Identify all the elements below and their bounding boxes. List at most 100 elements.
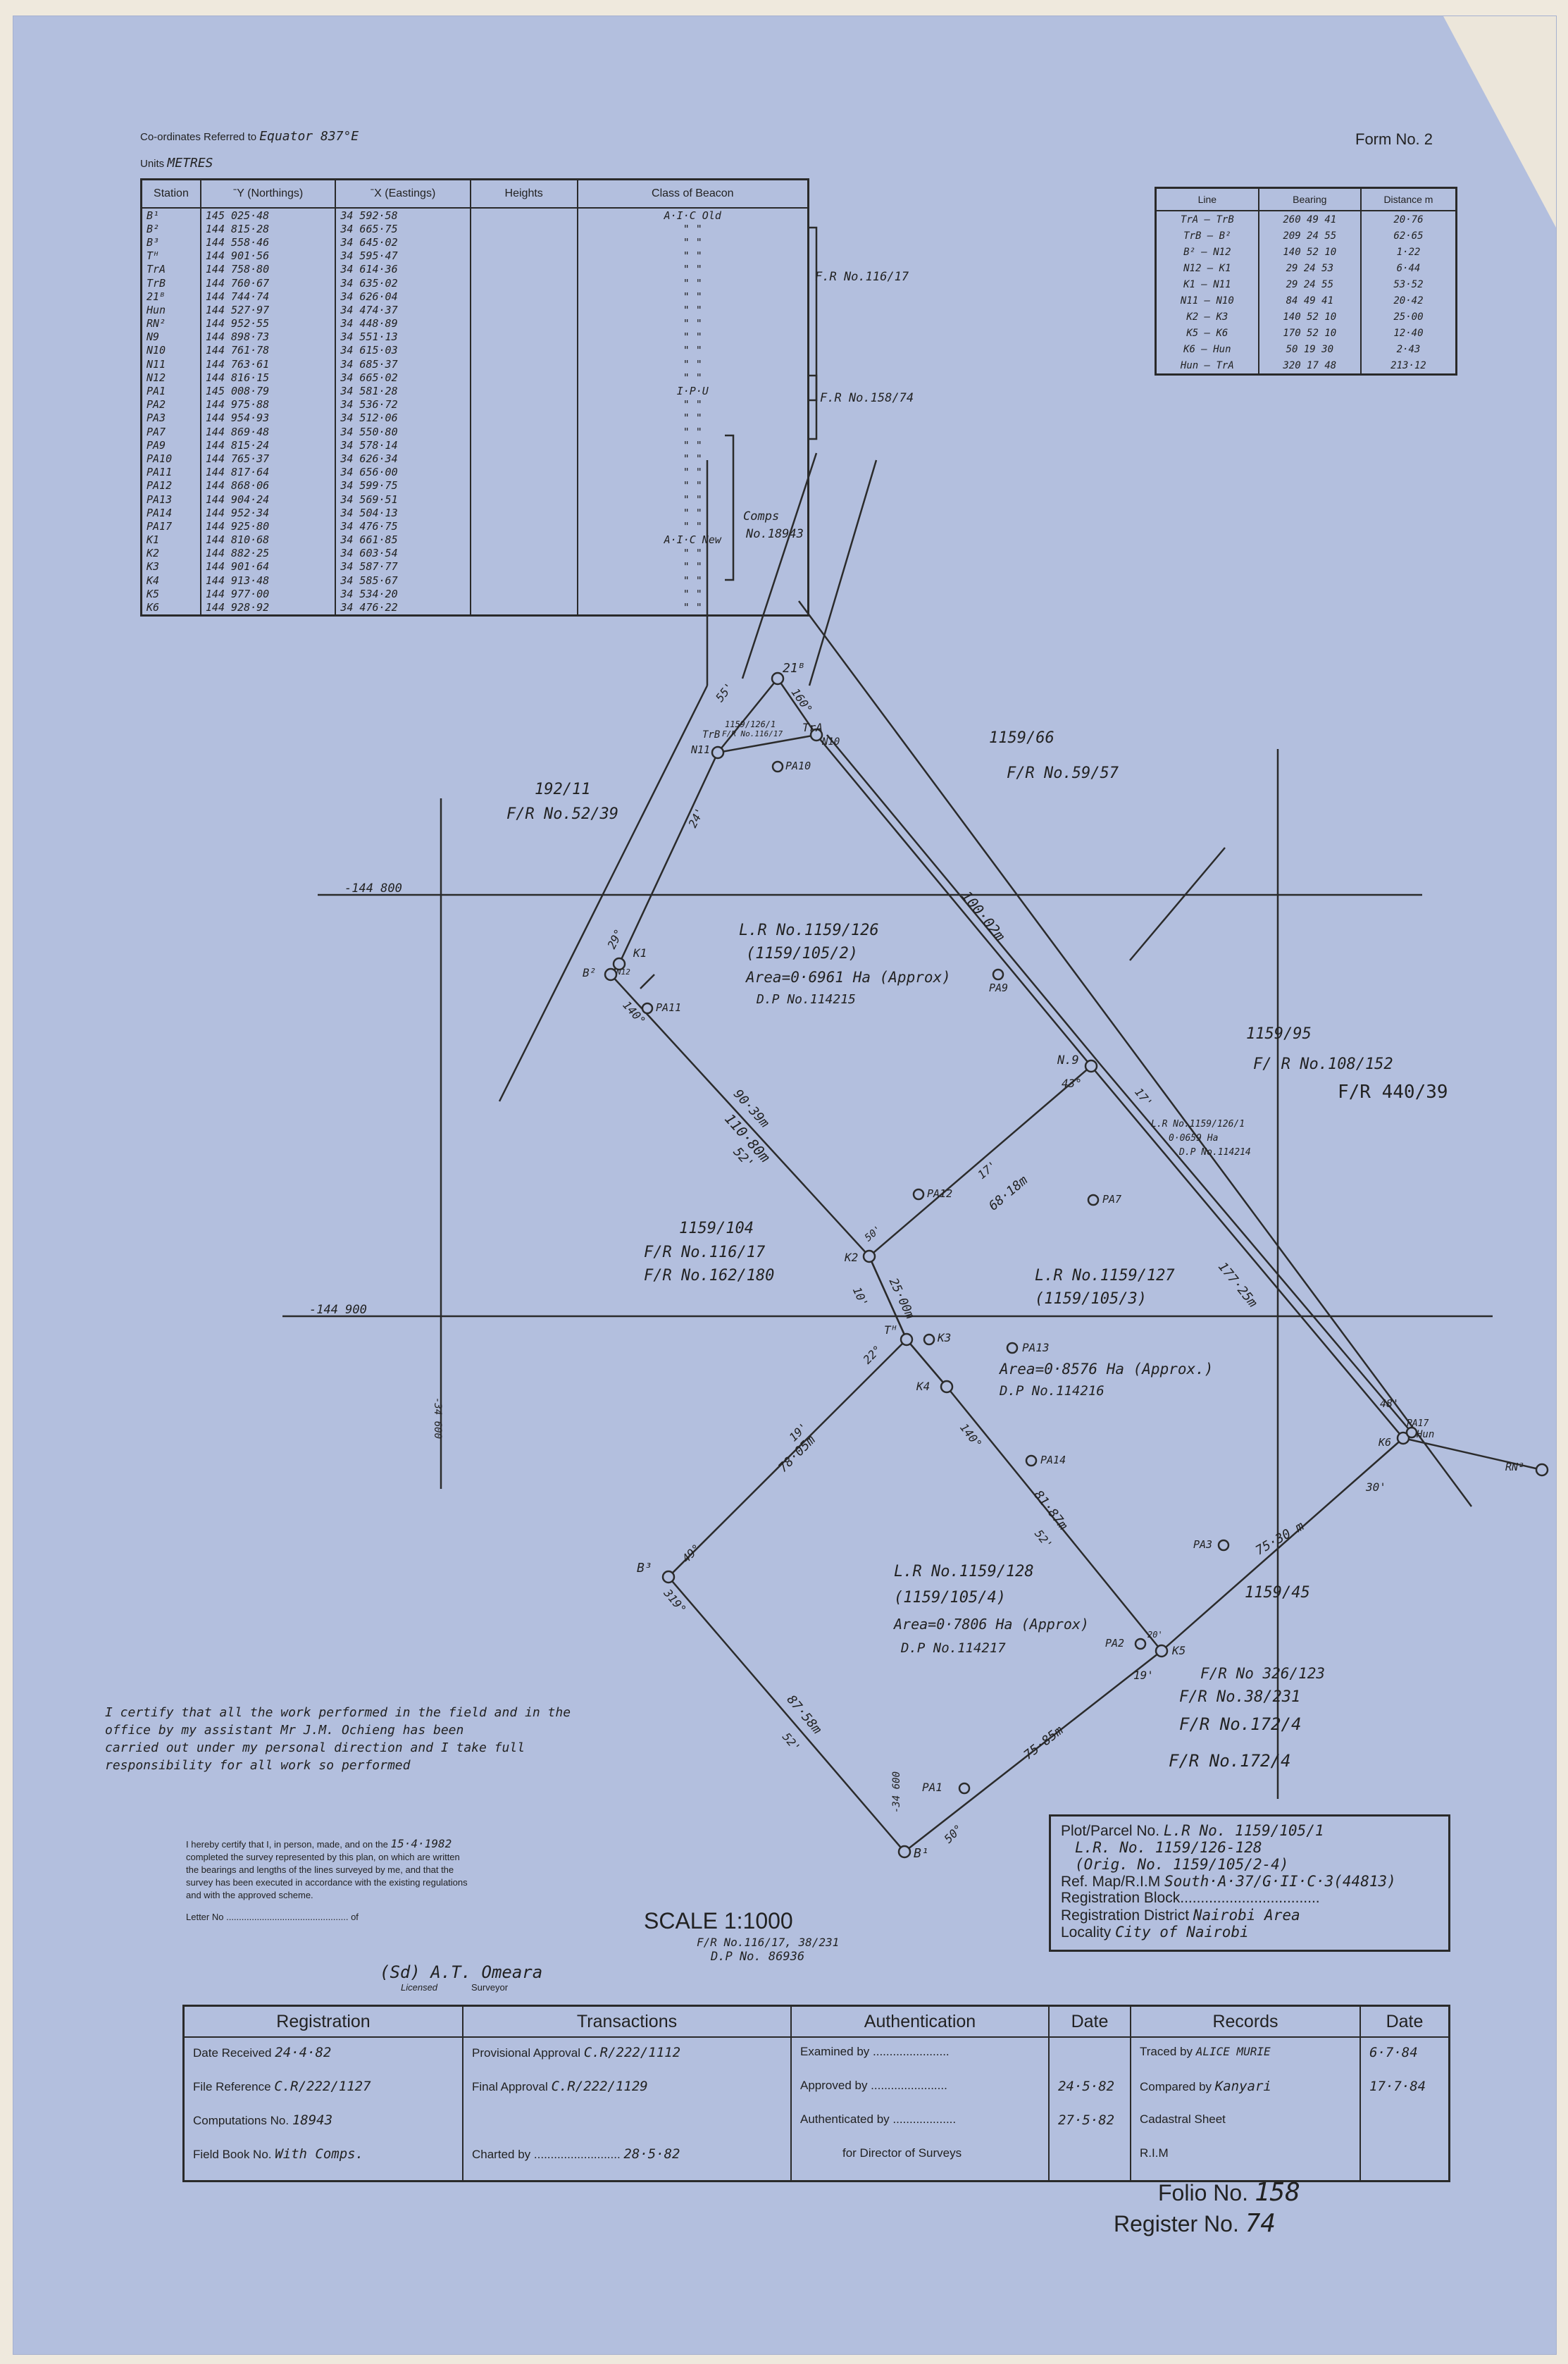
k2-n9 — [869, 1065, 1092, 1257]
coord-cell: 34 645·02 — [335, 235, 471, 249]
coord-cell: 34 504·13 — [335, 506, 471, 520]
coord-cell: " " — [576, 574, 809, 588]
bearing-cell: K5 – K6 — [1155, 325, 1259, 341]
station-pa1-mark — [958, 1782, 971, 1795]
coord-cell: K5 — [140, 587, 201, 601]
bracket-line-1 — [809, 226, 818, 402]
coord-cell: " " — [576, 249, 809, 263]
coord-cell: 144 954·93 — [199, 411, 337, 425]
coord-cell: 144 763·61 — [199, 357, 337, 371]
bearing-cell: N12 – K1 — [1155, 260, 1259, 276]
surveyor-label: Surveyor — [471, 1982, 509, 1993]
bracket-comps: Comps — [743, 509, 780, 524]
neighbour-1159-45-fr4: F/R No.172/4 — [1169, 1751, 1291, 1771]
coord-cell: 144 868·06 — [199, 478, 337, 493]
station-b3: B³ — [637, 1561, 652, 1576]
dim-43: 43° — [1062, 1077, 1082, 1090]
strip-inner — [826, 734, 1412, 1433]
neighbour-1159-66: 1159/66 — [989, 729, 1054, 747]
station-21b: 21ᴮ — [783, 661, 806, 676]
coord-cell: 144 928·92 — [199, 600, 337, 616]
coord-cell: " " — [576, 316, 809, 330]
coord-cell: N9 — [140, 330, 201, 344]
approved-date: 24·5·82 — [1058, 2079, 1115, 2094]
coord-cell — [469, 330, 578, 344]
coord-cell — [469, 222, 578, 236]
coord-cell: PA1 — [140, 384, 201, 398]
provisional-approval: Provisional Approval C.R/222/1112 — [472, 2045, 681, 2060]
coord-cell: N10 — [140, 343, 201, 358]
register-number: Register No. 74 — [1114, 2209, 1276, 2238]
parcel-127-lr: L.R No.1159/127 — [1035, 1267, 1175, 1285]
coord-cell — [469, 492, 578, 507]
station-pa14: PA14 — [1040, 1454, 1066, 1466]
coord-cell: 34 474·37 — [335, 303, 471, 317]
coord-cell: " " — [576, 330, 809, 344]
station-pa9: PA9 — [989, 982, 1009, 994]
station-n9: N.9 — [1057, 1053, 1079, 1067]
station-pa11-mark — [641, 1002, 654, 1015]
station-b1: B¹ — [914, 1846, 929, 1861]
coord-cell: 145 025·48 — [199, 208, 337, 223]
parcel-127-area: Area=0·8576 Ha (Approx.) — [1000, 1361, 1214, 1378]
coord-cell: 34 603·54 — [335, 546, 471, 560]
coord-cell — [469, 574, 578, 588]
bearing-cell: 84 49 41 — [1257, 292, 1362, 309]
station-th: Tᴴ — [884, 1323, 898, 1337]
rim-record: R.I.M — [1140, 2146, 1169, 2160]
parcel-126-orig: (1159/105/2) — [746, 945, 858, 963]
coord-cell: " " — [576, 600, 809, 616]
registration-header-4: Records — [1130, 2005, 1361, 2038]
coord-cell: " " — [576, 290, 809, 304]
coord-cell: 144 901·64 — [199, 559, 337, 574]
coord-cell: N12 — [140, 371, 201, 385]
coord-cell: 144 977·00 — [199, 587, 337, 601]
bearing-cell: 1·22 — [1359, 244, 1457, 260]
station-tra: TrA — [802, 721, 823, 734]
station-pa12: PA12 — [927, 1187, 953, 1200]
coord-cell: 21ᴮ — [140, 290, 201, 304]
coord-cell — [469, 587, 578, 601]
surveyor-signature: (Sd) A.T. Omeara — [380, 1962, 543, 1982]
final-approval: Final Approval C.R/222/1129 — [472, 2079, 648, 2094]
records-date-column: 6·7·84 17·7·84 — [1359, 2037, 1450, 2182]
coord-cell: " " — [576, 303, 809, 317]
coord-cell: K1 — [140, 533, 201, 547]
coord-cell: 34 476·75 — [335, 519, 471, 533]
coord-cell: 144 810·68 — [199, 533, 337, 547]
coord-cell: 34 512·06 — [335, 411, 471, 425]
station-k5: K5 — [1172, 1644, 1186, 1657]
compared-date: 17·7·84 — [1369, 2079, 1426, 2094]
coord-cell: PA3 — [140, 411, 201, 425]
coord-cell: PA12 — [140, 478, 201, 493]
dim-19-k5: 19' — [1133, 1669, 1154, 1682]
neighbour-1159-95-fr2: F/R 440/39 — [1338, 1082, 1448, 1103]
printed-certificate: I hereby certify that I, in person, made… — [186, 1837, 468, 1901]
grid-label-e1: -34 600 — [432, 1397, 443, 1440]
bearing-cell: 140 52 10 — [1257, 309, 1362, 325]
station-b2: B² — [583, 966, 597, 979]
bearing-cell: TrA – TrB — [1155, 211, 1259, 228]
line-to-rn2 — [1402, 1437, 1543, 1471]
coord-cell: Hun — [140, 303, 201, 317]
coord-cell: 144 904·24 — [199, 492, 337, 507]
strip-dp: D.P No.114214 — [1179, 1147, 1251, 1158]
station-k6: K6 — [1379, 1436, 1392, 1449]
coord-cell: 144 815·24 — [199, 438, 337, 452]
coord-cell: PA13 — [140, 492, 201, 507]
parcel-128-orig: (1159/105/4) — [894, 1589, 1006, 1607]
neighbour-1159-66-fr: F/R No.59/57 — [1007, 765, 1119, 782]
station-th-mark — [900, 1332, 914, 1347]
